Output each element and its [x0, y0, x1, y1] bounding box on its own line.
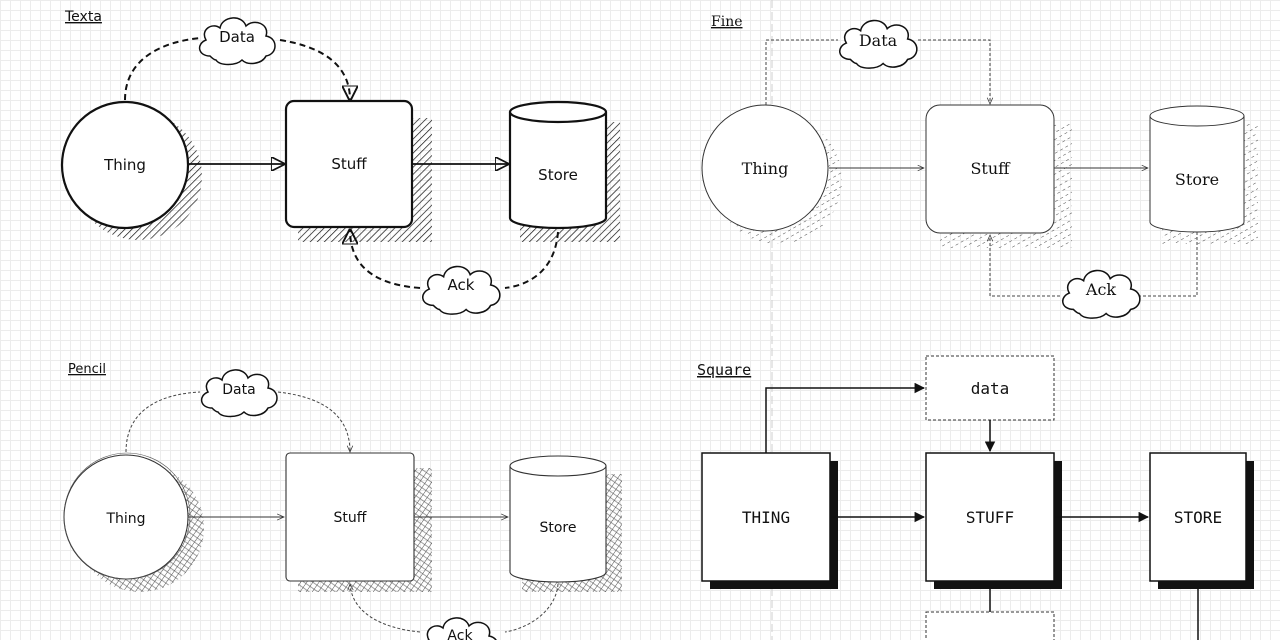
node-thing[interactable]: THING [701, 452, 838, 589]
node-stuff-label: Stuff [334, 510, 367, 526]
node-store[interactable]: Store [1149, 105, 1258, 244]
node-store[interactable]: STORE [1149, 452, 1254, 589]
node-thing-label: Thing [742, 159, 789, 178]
node-stuff[interactable]: Stuff [284, 99, 432, 242]
node-data-label: Data [222, 382, 255, 398]
node-data-cloud[interactable]: Data [200, 369, 278, 418]
node-stuff-label: STUFF [966, 508, 1014, 527]
edge-store-ack [504, 583, 559, 633]
node-thing-label: Thing [103, 156, 146, 174]
edge-ack-stuff [990, 235, 1060, 297]
node-thing[interactable]: Thing [60, 100, 202, 240]
node-stuff[interactable]: STUFF [925, 452, 1062, 589]
node-store-label: Store [538, 166, 578, 184]
edge-data-stuff [279, 39, 350, 100]
edge-store-ack [1140, 232, 1198, 297]
node-ack-cloud[interactable]: Ack [421, 617, 499, 640]
panel-title-pencil: Pencil [68, 362, 106, 377]
node-ack-label: Ack [447, 628, 473, 640]
node-store-label: Store [1175, 170, 1219, 189]
node-stuff-label: Stuff [970, 159, 1011, 178]
node-thing[interactable]: Thing [63, 452, 204, 592]
panel-pencil: Pencil Data Thing Stuff Store [63, 362, 622, 640]
edge-ack-stuff [350, 584, 421, 633]
node-ack-cloud[interactable]: Ack [421, 265, 501, 315]
node-stuff[interactable]: Stuff [285, 452, 432, 592]
edge-data-stuff [277, 391, 350, 452]
node-ack-cloud[interactable]: Ack [1061, 269, 1141, 319]
panel-title-fine: Fine [711, 14, 743, 30]
node-data-label: data [971, 379, 1010, 398]
edge-data-stuff [918, 39, 990, 104]
node-ack-box[interactable] [925, 611, 1055, 640]
edge-ack-stuff [350, 230, 421, 289]
node-store-label: Store [539, 520, 576, 536]
edge-thing-data [125, 391, 201, 453]
node-data-box[interactable]: data [925, 355, 1055, 421]
node-ack-label: Ack [448, 276, 475, 294]
node-thing-label: Thing [105, 511, 145, 527]
node-data-cloud[interactable]: Data [838, 19, 918, 69]
node-data-label: Data [859, 31, 898, 50]
node-thing[interactable]: Thing [701, 104, 842, 244]
node-store-label: STORE [1174, 508, 1222, 527]
panel-title-texta: Texta [64, 9, 102, 25]
edge-store-ack [504, 231, 559, 289]
panel-texta: Texta Data Thing Stuff Store [60, 9, 620, 315]
node-stuff-label: Stuff [331, 155, 367, 173]
node-thing-label: THING [742, 508, 790, 527]
node-store[interactable]: Store [509, 455, 622, 592]
node-stuff[interactable]: Stuff [925, 104, 1072, 248]
panel-square: Square data THING STUFF STORE [697, 355, 1254, 640]
panel-title-square: Square [697, 361, 751, 379]
edge-thing-data [765, 39, 838, 105]
node-ack-label: Ack [1085, 280, 1117, 299]
edge-thing-data [124, 37, 201, 101]
node-data-cloud[interactable]: Data [198, 17, 276, 66]
edge-thing-data [765, 382, 926, 453]
node-data-label: Data [219, 28, 255, 46]
panel-fine: Fine Data Thing Stuff Store [701, 14, 1258, 319]
node-store[interactable]: Store [508, 100, 620, 242]
